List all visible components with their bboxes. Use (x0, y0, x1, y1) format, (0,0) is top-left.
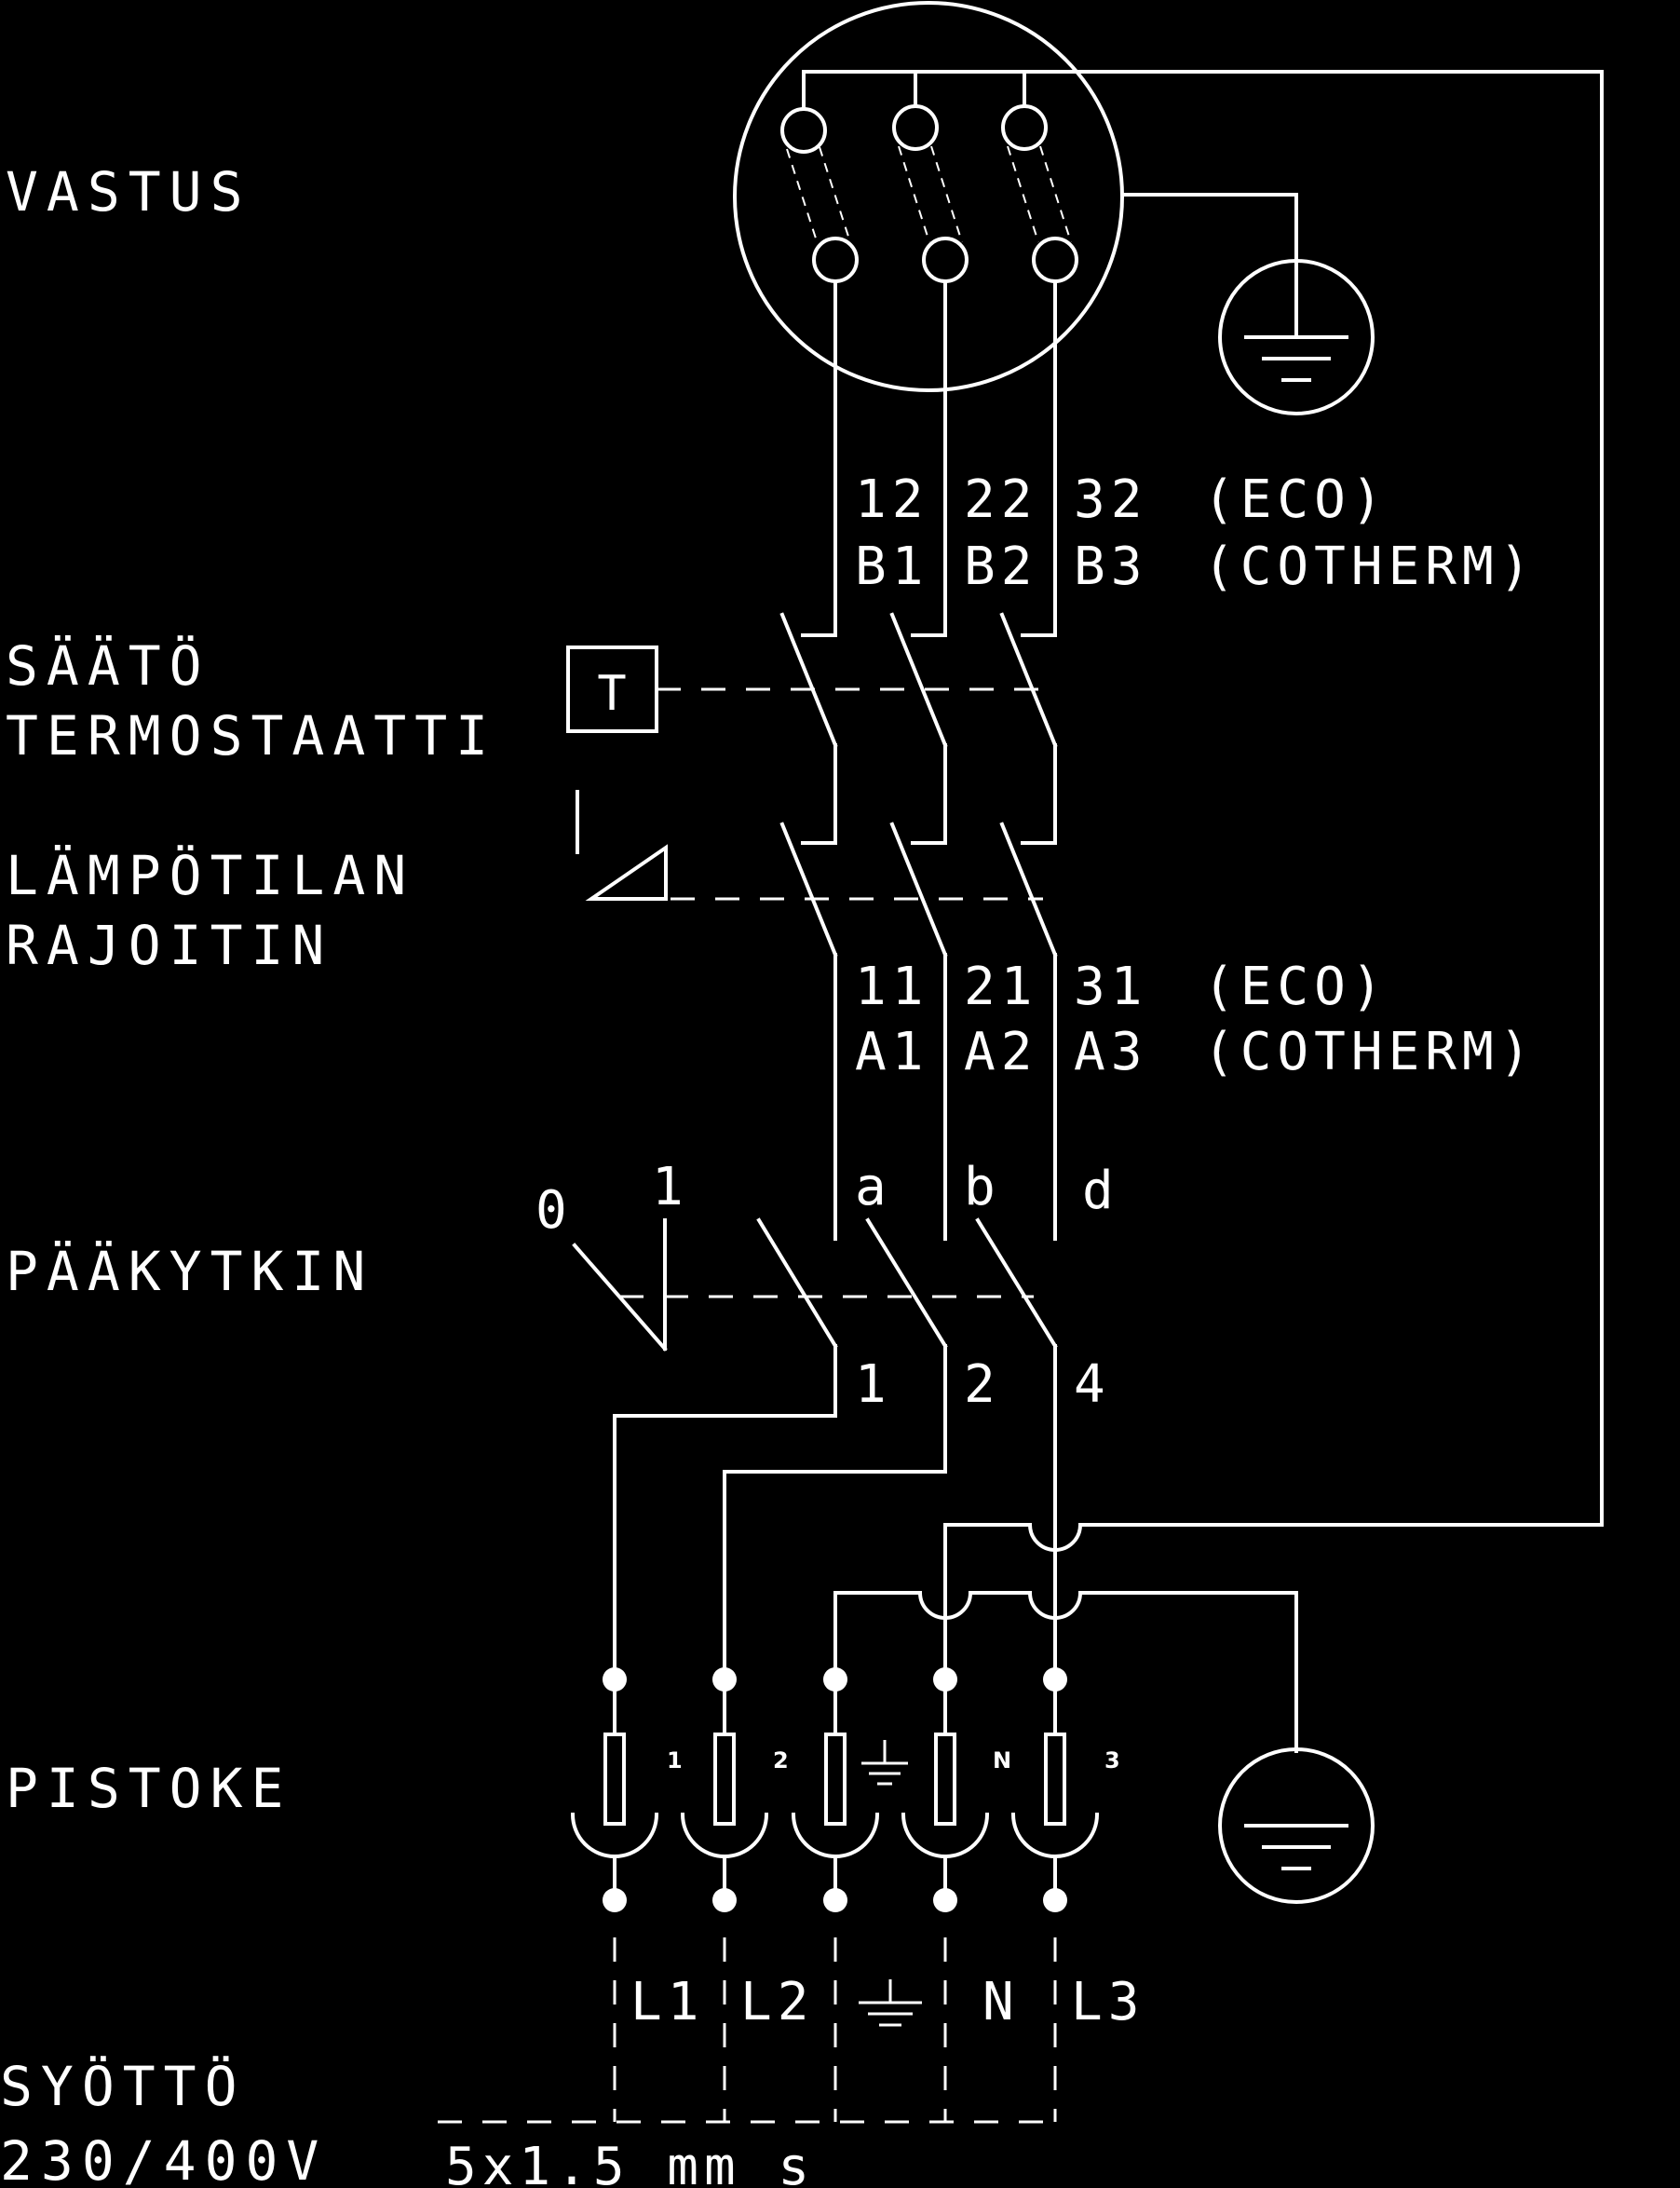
terminal-note-cotherm-2: (COTHERM) (1203, 1022, 1536, 1082)
pin-label-n: N (993, 1747, 1011, 1774)
label-vastus: VASTUS (6, 160, 251, 224)
svg-text:T: T (597, 666, 626, 722)
terminal-a3: A3 (1074, 1022, 1147, 1082)
switch-pos-off: 0 (535, 1180, 573, 1241)
terminal-note-eco-2: (ECO) (1203, 957, 1389, 1017)
contact-b: b (964, 1157, 1001, 1217)
terminal-a2: A2 (964, 1022, 1037, 1082)
label-paakytkin: PÄÄKYTKIN (6, 1240, 373, 1303)
terminal-b2: B2 (964, 537, 1037, 597)
contact-4: 4 (1074, 1354, 1111, 1415)
label-termostaatti: TERMOSTAATTI (6, 704, 496, 768)
supply-l2: L2 (740, 1972, 814, 2032)
supply-cable (438, 1937, 1057, 2124)
ground-icon-2 (1218, 1747, 1375, 1904)
supply-earth-icon (859, 1979, 922, 2027)
element-leads (833, 279, 1057, 637)
terminal-b1: B1 (855, 537, 928, 597)
pin-label-1: 1 (667, 1747, 683, 1774)
terminal-note-cotherm: (COTHERM) (1203, 537, 1536, 597)
supply-l1: L1 (630, 1972, 704, 2032)
supply-n: N (982, 1972, 1020, 2032)
thermostat-box: T (566, 646, 658, 733)
pin-label-2: 2 (773, 1747, 789, 1774)
thermostat-switches (657, 612, 1058, 845)
ground-icon (1120, 193, 1375, 415)
contact-2: 2 (964, 1354, 1001, 1415)
plug-pins (570, 1667, 1100, 1912)
terminal-note-eco: (ECO) (1203, 469, 1389, 530)
terminal-11: 11 (855, 957, 928, 1017)
contact-a: a (855, 1157, 892, 1217)
temperature-limiter (576, 790, 1058, 1241)
switch-pos-on: 1 (652, 1157, 689, 1217)
label-syotto: SYÖTTÖ (0, 2055, 246, 2118)
terminal-12: 12 (855, 469, 928, 530)
label-voltage: 230/400V (0, 2129, 327, 2188)
label-lampotilan: LÄMPÖTILAN (6, 844, 414, 907)
pin-earth-icon (861, 1740, 908, 1786)
label-pistoke: PISTOKE (6, 1757, 291, 1820)
label-rajoitin: RAJOITIN (6, 914, 332, 977)
cable-spec: 5x1.5 mm s (445, 2137, 815, 2188)
contact-d: d (1082, 1161, 1119, 1221)
pin-label-3: 3 (1104, 1747, 1120, 1774)
terminal-b3: B3 (1074, 537, 1147, 597)
plug-wiring (613, 1344, 1298, 1753)
terminal-31: 31 (1074, 957, 1147, 1017)
terminal-32: 32 (1074, 469, 1147, 530)
terminal-a1: A1 (855, 1022, 928, 1082)
contact-1: 1 (855, 1354, 892, 1415)
supply-l3: L3 (1071, 1972, 1145, 2032)
label-saato: SÄÄTÖ (6, 634, 210, 698)
terminal-22: 22 (964, 469, 1037, 530)
heating-element (733, 1, 1604, 1527)
main-switch (572, 1217, 1058, 1352)
terminal-21: 21 (964, 957, 1037, 1017)
